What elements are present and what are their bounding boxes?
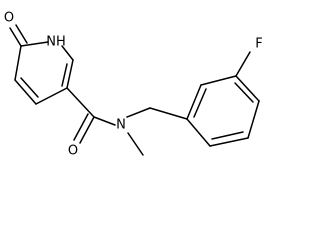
structure-diagram: O NH O N F [4, 11, 263, 159]
bond-c5-c4 [35, 87, 68, 105]
bond-carbonyl-n [93, 116, 116, 126]
atom-o-ring: O [4, 11, 14, 26]
bond-ar1-inner [193, 88, 207, 118]
bond-c5-carbonyl [66, 87, 95, 118]
bond-c2-o [9, 27, 22, 47]
atom-labels: O NH O N F [4, 11, 263, 159]
bond-c3-c2 [14, 45, 22, 81]
bond-ar4 [247, 100, 260, 139]
bond-c6-c5 [66, 59, 74, 89]
bond-ar5-inner [211, 131, 244, 140]
bond-ar1 [186, 84, 202, 120]
bond-n1-c6 [61, 45, 74, 61]
bond-ar3 [235, 75, 260, 102]
amide-group [66, 87, 188, 156]
fluorophenyl-ring [186, 51, 260, 147]
bond-ch2-aryl [149, 107, 188, 120]
atom-nh-ring: NH [46, 35, 66, 50]
bond-ar6 [186, 118, 211, 147]
bond-c-f [235, 51, 251, 77]
bond-c4-c3 [14, 79, 37, 105]
atom-n-amide: N [116, 118, 126, 133]
bond-c4-c3-double [20, 77, 39, 98]
bond-n-methyl [127, 132, 144, 156]
bond-n-ch2 [126, 107, 151, 118]
pyridone-ring [9, 24, 74, 105]
bond-ar2 [200, 75, 237, 86]
bond-carbonyl-o [79, 116, 95, 144]
bond-c2-o-double [15, 24, 28, 44]
bond-c6-c5-double [61, 63, 68, 87]
bond-ar5 [209, 137, 249, 147]
atom-o-amide: O [68, 144, 78, 159]
atom-f: F [255, 37, 262, 52]
bond-ar3-inner [234, 82, 254, 103]
bond-carbonyl-o-double [73, 113, 89, 141]
bond-c2-n1 [20, 41, 49, 47]
